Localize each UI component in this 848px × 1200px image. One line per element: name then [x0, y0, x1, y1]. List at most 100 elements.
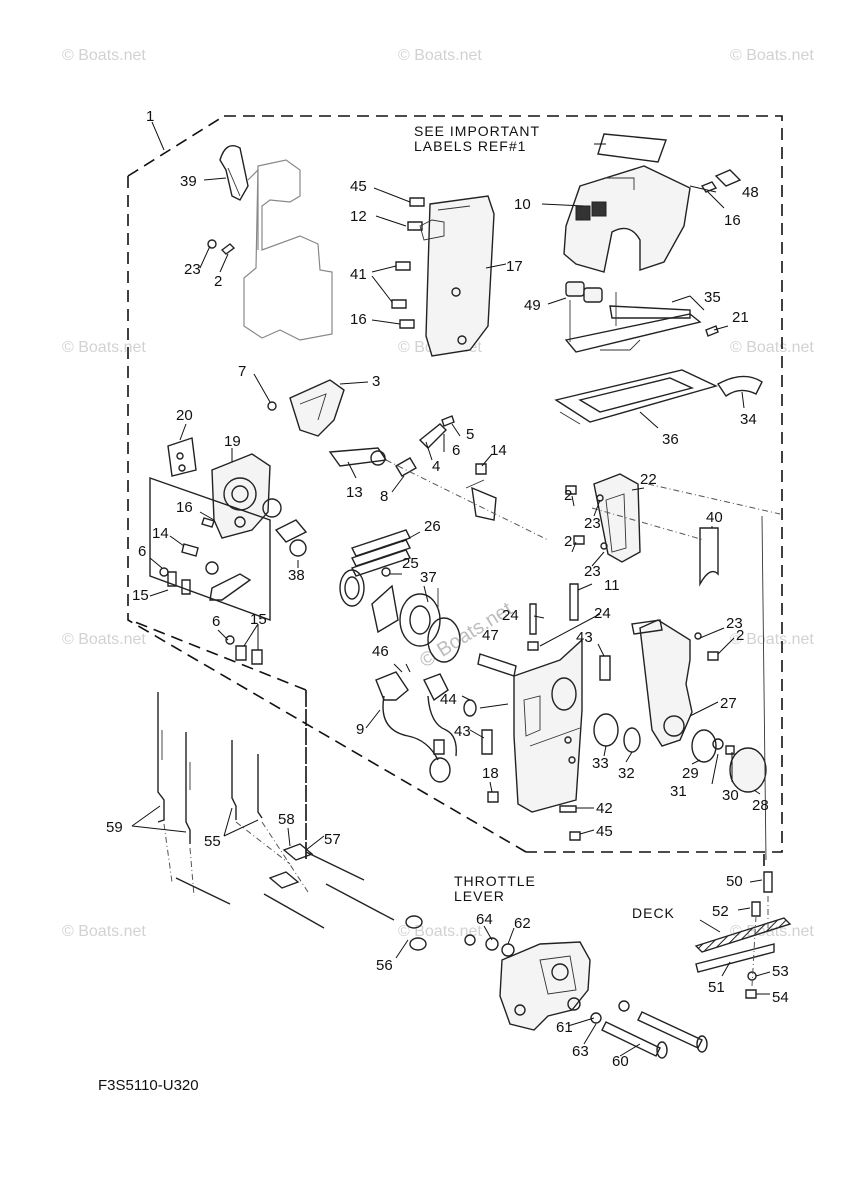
callout-45: 45: [596, 823, 613, 840]
leader-line: [151, 121, 165, 151]
leader-line: [253, 373, 369, 403]
leader-line: [541, 143, 725, 209]
deck-label: DECK: [632, 905, 675, 921]
leader-line: [347, 423, 493, 493]
deck-mount: [694, 871, 792, 999]
knob: [714, 169, 742, 187]
screw: [705, 325, 719, 337]
lever-label: LEVER: [454, 888, 505, 904]
callout-60: 60: [612, 1053, 629, 1070]
callout-55: 55: [204, 833, 221, 850]
control-housing: [513, 638, 583, 813]
leader-line: [483, 925, 641, 1057]
callout-2: 2: [214, 273, 222, 290]
callout-40: 40: [706, 509, 723, 526]
callout-15: 15: [132, 587, 149, 604]
watermark-text: © Boats.net: [62, 631, 146, 648]
actuator-lever: [289, 379, 345, 437]
callout-17: 17: [506, 258, 523, 275]
axis-line: [761, 515, 767, 861]
labels-ref-label: LABELS REF#1: [414, 138, 526, 154]
snap-ring: [623, 727, 641, 753]
callout-13: 13: [346, 484, 363, 501]
callout-26: 26: [424, 518, 441, 535]
long-stud: [569, 583, 579, 621]
callout-20: 20: [176, 407, 193, 424]
cap: [729, 747, 767, 793]
watermark-text: © Boats.net: [730, 631, 814, 648]
clip: [716, 375, 763, 397]
bearing: [593, 713, 619, 747]
screw: [220, 243, 236, 255]
callout-63: 63: [572, 1043, 589, 1060]
callout-27: 27: [720, 695, 737, 712]
leader-line: [149, 535, 259, 650]
callout-24: 24: [594, 605, 611, 622]
long-bolts: [590, 1000, 708, 1059]
stop-plate: [167, 437, 197, 477]
callout-52: 52: [712, 903, 729, 920]
callout-30: 30: [722, 787, 739, 804]
friction-disc: [399, 593, 441, 647]
callout-43: 43: [576, 629, 593, 646]
switch-plate: [599, 655, 611, 681]
callout-58: 58: [278, 811, 295, 828]
watermark-text: © Boats.net: [62, 923, 146, 940]
callout-6: 6: [138, 543, 146, 560]
callout-23: 23: [726, 615, 743, 632]
callout-6: 6: [212, 613, 220, 630]
callout-1: 1: [146, 108, 154, 125]
callout-8: 8: [380, 488, 388, 505]
gasket: [554, 369, 718, 425]
screws: [391, 197, 425, 329]
leader-line: [131, 805, 409, 959]
callout-51: 51: [708, 979, 725, 996]
callout-64: 64: [476, 911, 493, 928]
washer: [267, 401, 277, 411]
top-cover: [563, 165, 691, 273]
ball: [381, 567, 391, 577]
leader-line: [390, 531, 601, 647]
watermark-text: © Boats.net: [398, 47, 482, 64]
callout-3: 3: [372, 373, 380, 390]
gear: [427, 617, 461, 663]
callout-49: 49: [524, 297, 541, 314]
callout-42: 42: [596, 800, 613, 817]
callout-23: 23: [184, 261, 201, 278]
callout-2: 2: [564, 533, 572, 550]
callout-28: 28: [752, 797, 769, 814]
callout-36: 36: [662, 431, 679, 448]
callout-14: 14: [490, 442, 507, 459]
callout-34: 34: [740, 411, 757, 428]
axis-line: [385, 459, 549, 541]
leader-line: [699, 879, 771, 995]
shift-cables: [157, 692, 263, 844]
leader-line: [203, 177, 227, 181]
leader-line: [365, 643, 605, 835]
leader-line: [547, 295, 745, 429]
callout-38: 38: [288, 567, 305, 584]
diagram-code: F3S5110-U320: [98, 1077, 199, 1094]
callout-45: 45: [350, 178, 367, 195]
plug: [463, 699, 477, 717]
callout-35: 35: [704, 289, 721, 306]
callout-32: 32: [618, 765, 635, 782]
callout-18: 18: [482, 765, 499, 782]
watermark-text: © Boats.net: [730, 339, 814, 356]
callout-19: 19: [224, 433, 241, 450]
callout-62: 62: [514, 915, 531, 932]
throttle-lever-arm: [631, 619, 693, 747]
detent-plate: [371, 584, 399, 634]
callout-43: 43: [454, 723, 471, 740]
callout-12: 12: [350, 208, 367, 225]
callout-4: 4: [432, 458, 440, 475]
callout-15: 15: [250, 611, 267, 628]
fasteners: [159, 517, 263, 665]
side-plate: [419, 195, 495, 357]
switch-plate: [481, 729, 493, 755]
callout-5: 5: [466, 426, 474, 443]
stud: [529, 603, 537, 635]
callout-11: 11: [604, 577, 620, 594]
bracket: [564, 292, 702, 353]
